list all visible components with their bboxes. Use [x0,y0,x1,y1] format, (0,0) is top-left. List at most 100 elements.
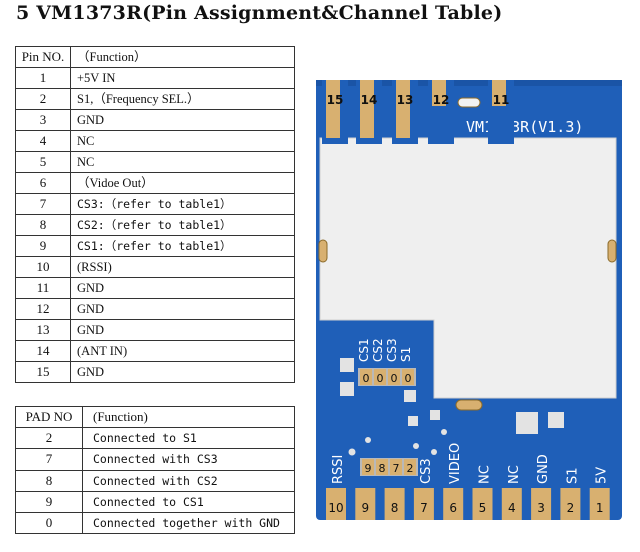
switch-pad [388,369,400,385]
gold-finger [443,488,464,520]
switch-value: 0 [363,372,370,385]
pin-function-cell: GND [70,298,295,320]
pad-number-cell: 7 [15,448,83,471]
via-hole [431,449,437,455]
table-header-row: Pin NO. （Function） [15,46,295,68]
top-slot [457,97,481,108]
gold-finger [384,488,405,520]
pin-number-cell: 15 [15,361,71,383]
pin-number-cell: 6 [15,172,71,194]
gold-finger [326,80,340,138]
bottom-pin-label: RSSI [331,455,346,484]
gold-finger [326,488,346,520]
numbered-pad [390,459,402,475]
pad-number-cell: 9 [15,490,83,513]
pad-function-cell: Connected together with GND [82,511,295,535]
pin-function-cell: NC [70,151,295,173]
bottom-pin-label: NC [478,465,493,484]
pin-number-cell: 14 [15,340,71,362]
pin-number-cell: 5 [15,151,71,173]
pad-strip [360,458,418,476]
table-row: 1+5V IN [15,67,295,89]
bottom-pin-number: 2 [567,501,575,515]
pad-number-cell: 0 [15,511,83,535]
pin-number-cell: 8 [15,214,71,236]
via-hole [365,437,371,443]
bottom-pin-number: 6 [449,501,457,515]
gold-finger [396,80,410,138]
numbered-pad [362,459,374,475]
pad-function-cell: Connected with CS3 [82,448,295,471]
pad-number-cell: 2 [15,427,83,450]
numbered-pad-label: 8 [379,462,386,475]
pin-function-cell: GND [70,361,295,383]
bottom-slot [455,399,483,411]
pin-function-cell: CS2:（refer to table1） [70,214,295,236]
switch-value: 0 [391,372,398,385]
bottom-pin-label: CS3 [419,458,434,484]
bottom-pin-label: VIDEO [448,443,463,484]
header-function: (Function) [82,405,295,429]
switch-pad [374,369,386,385]
pin-number-cell: 13 [15,319,71,341]
pad-number-cell: 8 [15,469,83,492]
solder-pad [404,390,416,402]
model-label: VM1373R(V1.3) [466,118,583,136]
side-slot-left [318,239,328,263]
pin-number-cell: 9 [15,235,71,257]
via-hole [348,448,356,456]
page-title: 5 VM1373R(Pin Assignment&Channel Table) [16,2,503,24]
bottom-pin-number: 1 [596,501,604,515]
pin-function-cell: CS3:（refer to table1） [70,193,295,215]
switch-pad [360,369,372,385]
numbered-pad-label: 9 [365,462,372,475]
numbered-pad [404,459,416,475]
switch-value: 0 [405,372,412,385]
header-pin-no: Pin NO. [15,46,71,68]
gold-finger [492,80,506,106]
bottom-pin-number: 8 [391,501,399,515]
bottom-pin-number: 9 [361,501,369,515]
header-pad-no: PAD NO [15,405,83,429]
pin-number-cell: 1 [15,67,71,89]
pin-function-cell: NC [70,130,295,152]
top-pin-label: 12 [433,93,450,107]
switch-label: CS3 [385,338,399,362]
pin-number-cell: 2 [15,88,71,110]
bottom-pin-label: 5V [595,467,610,484]
bottom-pin-label: GND [536,454,551,484]
switch-value: 0 [377,372,384,385]
table-row: 6（Vidoe Out） [15,172,295,194]
pin-function-cell: GND [70,319,295,341]
gold-finger [413,488,434,520]
bottom-pin-number: 5 [479,501,487,515]
switch-label: S1 [399,347,413,362]
pin-number-cell: 12 [15,298,71,320]
top-pin-label: 15 [327,93,344,107]
numbered-pad-label: 7 [393,462,400,475]
bottom-pin-number: 4 [508,501,516,515]
solder-pad [516,412,538,434]
pin-number-cell: 10 [15,256,71,278]
header-function: （Function） [70,46,295,68]
pin-function-cell: (ANT IN) [70,340,295,362]
bottom-pin-number: 3 [537,501,545,515]
bottom-pin-number: 7 [420,501,428,515]
via-hole [413,443,419,449]
gold-finger [531,488,552,520]
pin-number-cell: 11 [15,277,71,299]
top-pin-label: 13 [397,93,414,107]
